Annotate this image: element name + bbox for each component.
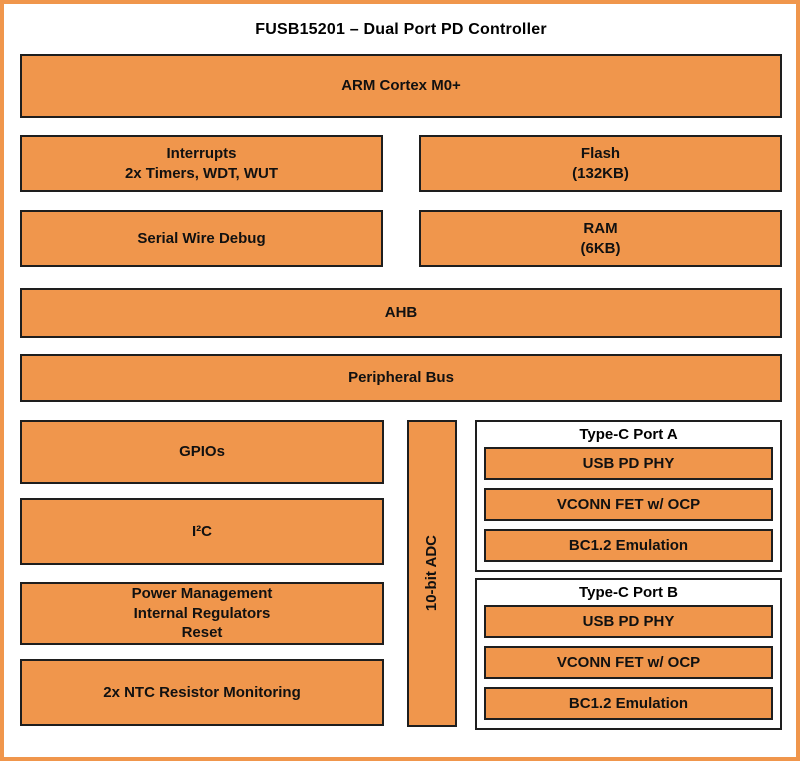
block-ahb-label: AHB: [384, 304, 418, 322]
block-peripheral-bus-label: Peripheral Bus: [348, 369, 454, 387]
block-port-b-vconn-fet-label: VCONN FET w/ OCP: [556, 653, 701, 671]
group-typec-port-b: Type-C Port B USB PD PHY VCONN FET w/ OC…: [475, 578, 782, 730]
block-i2c-label: I²C: [192, 522, 212, 540]
block-10bit-adc: 10-bit ADC: [407, 420, 457, 727]
block-power-management-line3: Reset: [181, 624, 223, 642]
block-flash: Flash (132KB): [419, 135, 782, 192]
lower-section: GPIOs I²C Power Management Internal Regu…: [20, 420, 782, 730]
block-peripheral-bus: Peripheral Bus: [20, 354, 782, 402]
block-arm-cortex-m0-label: ARM Cortex M0+: [341, 77, 461, 95]
block-flash-line2: (132KB): [572, 164, 629, 182]
block-interrupts: Interrupts 2x Timers, WDT, WUT: [20, 135, 383, 192]
block-flash-line1: Flash: [580, 145, 621, 162]
block-port-a-usb-pd-phy-label: USB PD PHY: [582, 454, 675, 472]
block-port-b-vconn-fet: VCONN FET w/ OCP: [484, 646, 773, 679]
group-typec-port-a: Type-C Port A USB PD PHY VCONN FET w/ OC…: [475, 420, 782, 572]
block-port-b-usb-pd-phy-label: USB PD PHY: [582, 612, 675, 630]
block-ram: RAM (6KB): [419, 210, 782, 267]
group-typec-port-b-title: Type-C Port B: [579, 584, 678, 601]
block-i2c: I²C: [20, 498, 384, 565]
block-port-b-bc12-emulation: BC1.2 Emulation: [484, 687, 773, 720]
peripheral-column: GPIOs I²C Power Management Internal Regu…: [20, 420, 384, 727]
block-ahb: AHB: [20, 288, 782, 338]
diagram-title: FUSB15201 – Dual Port PD Controller: [255, 21, 547, 38]
block-10bit-adc-label: 10-bit ADC: [423, 535, 441, 612]
block-port-b-usb-pd-phy: USB PD PHY: [484, 605, 773, 638]
block-port-a-usb-pd-phy: USB PD PHY: [484, 447, 773, 480]
block-arm-cortex-m0: ARM Cortex M0+: [20, 54, 782, 118]
block-gpios: GPIOs: [20, 420, 384, 484]
group-typec-port-a-title: Type-C Port A: [579, 426, 678, 443]
block-power-management-line1: Power Management: [131, 585, 273, 603]
block-port-a-vconn-fet: VCONN FET w/ OCP: [484, 488, 773, 521]
block-ram-line1: RAM: [583, 220, 618, 237]
block-ntc-monitoring: 2x NTC Resistor Monitoring: [20, 659, 384, 726]
block-power-management-line2: Internal Regulators: [133, 604, 271, 622]
block-ntc-monitoring-label: 2x NTC Resistor Monitoring: [103, 683, 301, 701]
block-port-b-bc12-emulation-label: BC1.2 Emulation: [568, 694, 689, 712]
memory-peripheral-grid: Interrupts 2x Timers, WDT, WUT Flash (13…: [20, 135, 782, 267]
block-port-a-vconn-fet-label: VCONN FET w/ OCP: [556, 495, 701, 513]
block-ram-line2: (6KB): [580, 239, 621, 257]
block-port-a-bc12-emulation: BC1.2 Emulation: [484, 529, 773, 562]
block-serial-wire-debug: Serial Wire Debug: [20, 210, 383, 267]
block-port-a-bc12-emulation-label: BC1.2 Emulation: [568, 536, 689, 554]
block-interrupts-line1: Interrupts: [166, 145, 237, 162]
typec-ports-column: Type-C Port A USB PD PHY VCONN FET w/ OC…: [475, 420, 782, 730]
block-power-management: Power Management Internal Regulators Res…: [20, 582, 384, 645]
block-serial-wire-debug-label: Serial Wire Debug: [137, 229, 266, 247]
block-gpios-label: GPIOs: [179, 443, 225, 461]
block-interrupts-line2: 2x Timers, WDT, WUT: [124, 164, 279, 182]
